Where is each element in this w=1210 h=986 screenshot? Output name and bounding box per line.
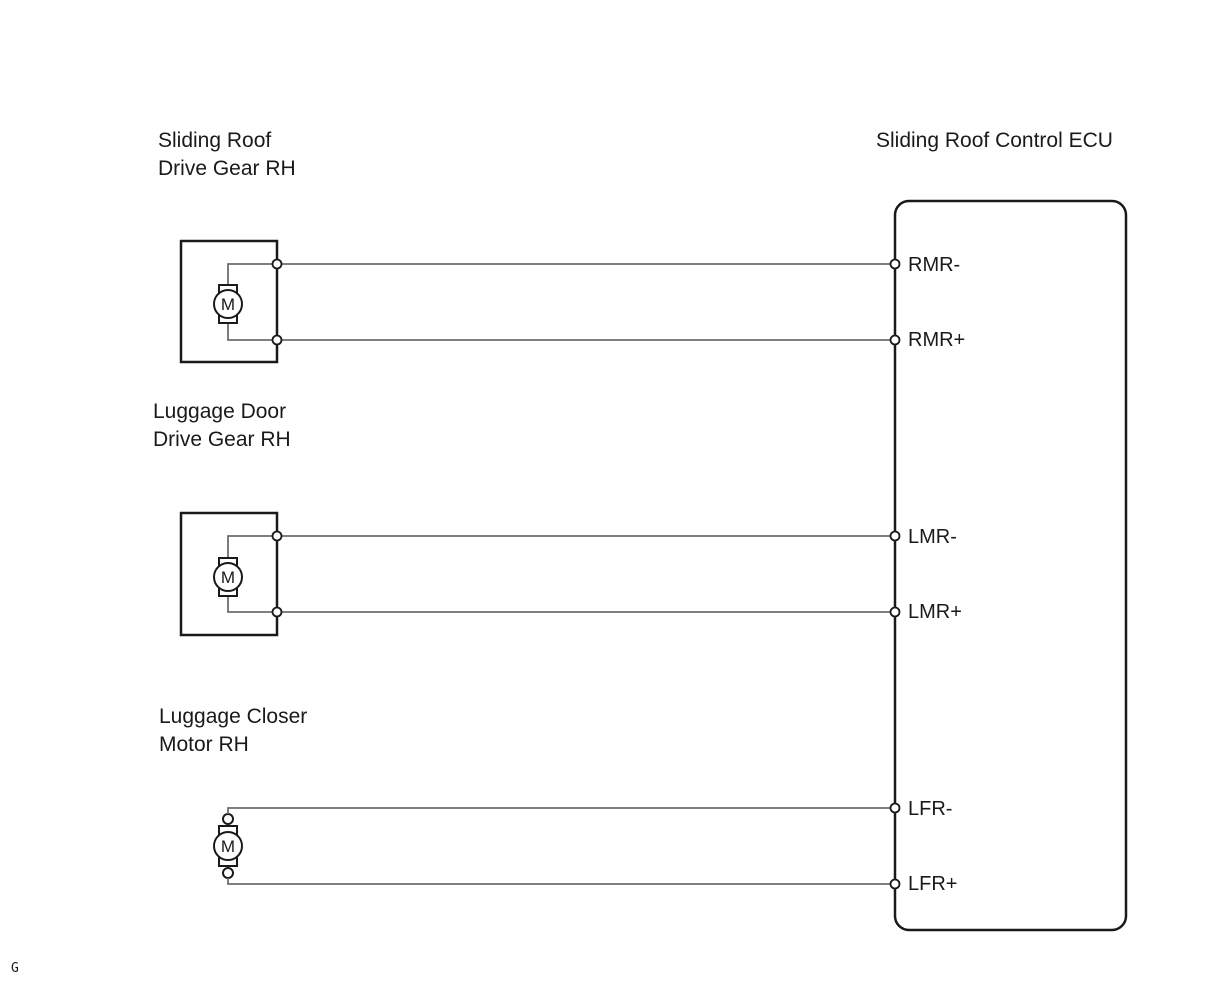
closer-motor-label-line2: Motor RH — [159, 733, 249, 756]
roof-gear-motor-letter: M — [221, 295, 235, 314]
door-gear-label-line2: Drive Gear RH — [153, 428, 291, 451]
component-terminals — [271, 258, 283, 618]
ecu-label: Sliding Roof Control ECU — [876, 129, 1113, 152]
closer-motor-component: M — [213, 807, 895, 885]
ecu-terminals — [889, 258, 901, 890]
door-gear-box — [179, 511, 279, 637]
roof-gear-box — [179, 239, 279, 364]
door-gear-label-line1: Luggage Door — [153, 400, 286, 423]
pin-label-lmr-minus: LMR- — [908, 526, 957, 548]
closer-motor-letter: M — [221, 837, 235, 856]
pin-label-rmr-plus: RMR+ — [908, 329, 965, 351]
closer-motor-icon: M — [213, 813, 243, 879]
ecu-box — [893, 199, 1128, 932]
door-gear-component: M — [179, 511, 279, 637]
roof-gear-label-line2: Drive Gear RH — [158, 157, 296, 180]
door-gear-motor-icon: M — [213, 535, 277, 613]
roof-gear-label-line1: Sliding Roof — [158, 129, 271, 152]
corner-mark: G — [11, 961, 19, 976]
pin-label-lmr-plus: LMR+ — [908, 601, 962, 623]
roof-gear-component: M — [179, 239, 279, 364]
pin-label-lfr-plus: LFR+ — [908, 873, 957, 895]
door-gear-motor-letter: M — [221, 568, 235, 587]
pin-label-rmr-minus: RMR- — [908, 254, 960, 276]
pin-label-lfr-minus: LFR- — [908, 798, 952, 820]
roof-gear-motor-icon: M — [213, 263, 277, 341]
closer-motor-label-line1: Luggage Closer — [159, 705, 307, 728]
